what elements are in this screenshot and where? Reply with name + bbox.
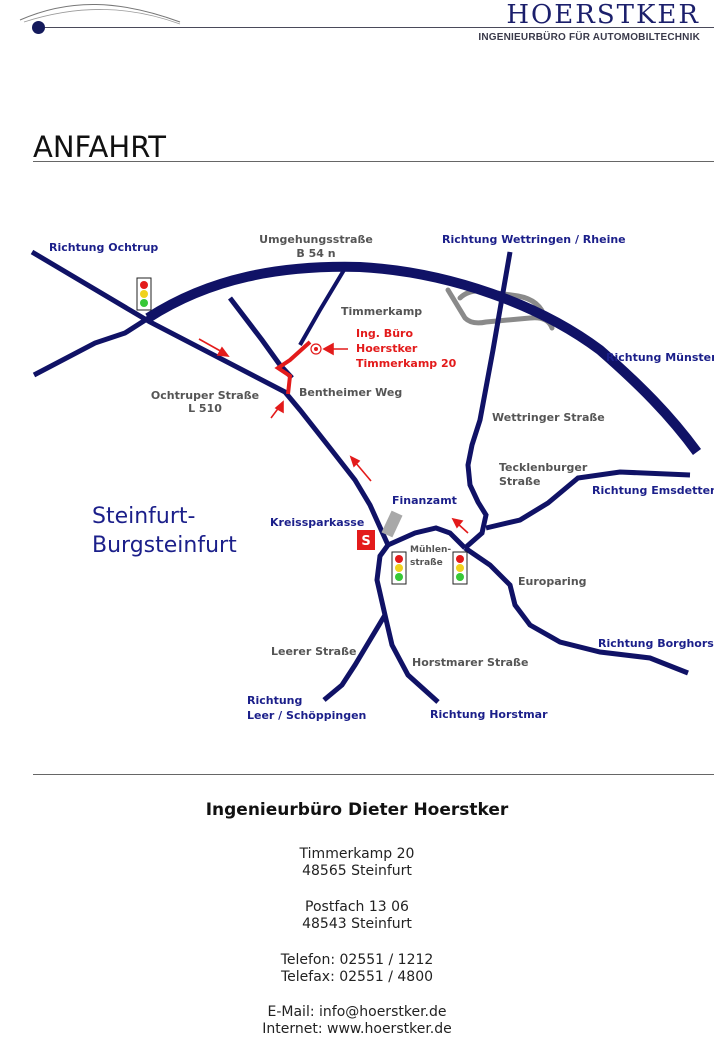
- company-tagline: INGENIEURBÜRO FÜR AUTOMOBILTECHNIK: [478, 32, 700, 43]
- town-name-line2: Burgsteinfurt: [92, 533, 237, 558]
- route-highlight: [274, 340, 312, 395]
- label-umgehungsstrasse: Umgehungsstraße: [259, 233, 373, 246]
- header-rule: [36, 27, 714, 28]
- road-umgehungsstrasse: [145, 261, 702, 455]
- label-l510: L 510: [188, 402, 222, 415]
- header-swoosh: [19, 3, 181, 25]
- label-timmerkamp-20: Timmerkamp 20: [356, 357, 457, 370]
- contact-fax: Telefax: 02551 / 4800: [280, 969, 434, 985]
- label-richtung: Richtung: [247, 694, 302, 707]
- title-rule: [33, 161, 714, 162]
- label-ing-buero: Ing. Büro: [356, 327, 413, 340]
- label-ochtruper-strasse: Ochtruper Straße: [151, 389, 259, 402]
- label-muehlenstrasse: straße: [410, 558, 443, 568]
- road-timmerkamp: [298, 268, 346, 346]
- company-name: Ingenieurbüro Dieter Hoerstker: [205, 800, 509, 820]
- directions-map: S Richtung Ochtrup Umgehungsstraße B 54 …: [30, 233, 714, 722]
- label-horstmarer-strasse: Horstmarer Straße: [412, 656, 528, 669]
- contact-website[interactable]: Internet: www.hoerstker.de: [262, 1021, 452, 1037]
- address-city: 48565 Steinfurt: [302, 863, 412, 879]
- contact-email[interactable]: E-Mail: info@hoerstker.de: [267, 1004, 447, 1020]
- label-europaring: Europaring: [518, 575, 587, 588]
- finanzamt-building: [381, 510, 403, 538]
- footer-rule: [33, 774, 714, 775]
- label-richtung-muenster: Richtung Münster: [606, 351, 714, 364]
- label-finanzamt: Finanzamt: [392, 494, 457, 507]
- label-b54n: B 54 n: [296, 247, 335, 260]
- traffic-light-icon: [136, 277, 152, 311]
- label-richtung-borghorst: Richtung Borghorst: [598, 637, 714, 650]
- office-marker-icon: [310, 343, 322, 355]
- label-richtung-wettringen: Richtung Wettringen / Rheine: [442, 233, 626, 246]
- label-wettringer-strasse: Wettringer Straße: [492, 411, 605, 424]
- label-tecklenburger-strasse: Straße: [499, 475, 540, 488]
- direction-arrows: [198, 338, 469, 534]
- label-leerer-strasse: Leerer Straße: [271, 645, 356, 658]
- label-richtung-emsdetten: Richtung Emsdetten: [592, 484, 714, 497]
- address-pobox-city: 48543 Steinfurt: [302, 916, 412, 932]
- page-title: ANFAHRT: [33, 130, 166, 164]
- traffic-light-icon: [391, 551, 407, 585]
- address-pobox: Postfach 13 06: [305, 899, 409, 915]
- svg-text:S: S: [361, 534, 370, 549]
- label-hoerstker: Hoerstker: [356, 342, 418, 355]
- road-ochtruper-strasse: [30, 249, 391, 547]
- label-muehlen: Mühlen-: [410, 545, 451, 555]
- label-tecklenburger: Tecklenburger: [499, 461, 588, 474]
- road-tecklenburger-strasse: [485, 469, 691, 531]
- town-name-line1: Steinfurt-: [92, 504, 196, 529]
- traffic-light-icon: [452, 551, 468, 585]
- company-logo: HOERSTKER: [506, 0, 700, 30]
- town-name: Steinfurt- Burgsteinfurt: [92, 502, 237, 560]
- label-kreissparkasse: Kreissparkasse: [270, 516, 364, 529]
- label-leer-schoeppingen: Leer / Schöppingen: [247, 709, 366, 722]
- address-street: Timmerkamp 20: [299, 846, 415, 862]
- road-wettringer-strasse: [463, 251, 513, 550]
- label-richtung-horstmar: Richtung Horstmar: [430, 708, 548, 721]
- contact-phone: Telefon: 02551 / 1212: [280, 952, 434, 968]
- road-horstmarer-strasse: [374, 543, 440, 704]
- sparkasse-icon: S: [357, 530, 375, 550]
- road-europaring: [463, 545, 689, 676]
- road-leerer-strasse: [322, 613, 388, 702]
- header-dot: [32, 21, 45, 34]
- label-timmerkamp: Timmerkamp: [341, 305, 422, 318]
- road-muehlenstrasse: [386, 525, 467, 550]
- label-bentheimer-weg: Bentheimer Weg: [299, 386, 402, 399]
- road-ochtrup-west: [32, 314, 152, 378]
- label-richtung-ochtrup: Richtung Ochtrup: [49, 241, 158, 254]
